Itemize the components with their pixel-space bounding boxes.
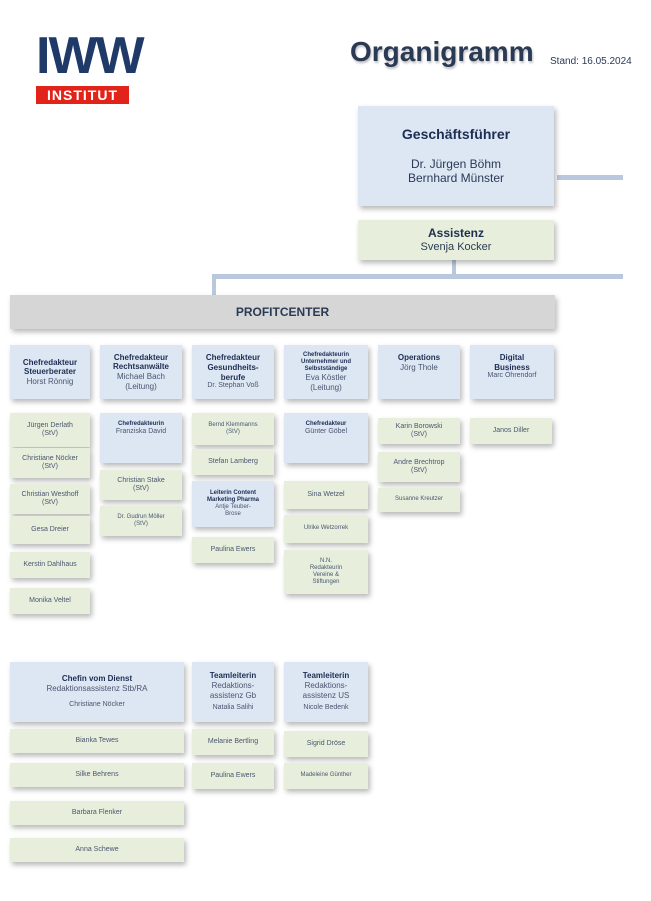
- connector-main-horizontal: [212, 274, 623, 279]
- head-col5-title: Operations: [397, 353, 441, 362]
- member-col3-1: Bernd Klemmanns (StV): [192, 413, 274, 445]
- gf-names: Dr. Jürgen Böhm Bernhard Münster: [407, 157, 505, 186]
- head-col6-name: Marc Öhrendorf: [487, 372, 537, 380]
- member-col1-1: Jürgen Derlath (StV): [10, 413, 90, 447]
- assistenz-title: Assistenz: [427, 226, 485, 241]
- box-assistenz: Assistenz Svenja Kocker: [358, 220, 554, 260]
- head-col4-name: Eva Köstler (Leitung): [305, 373, 347, 392]
- head-col5: Operations Jörg Thole: [378, 345, 460, 399]
- member-col5-1: Karin Borowski (StV): [378, 418, 460, 444]
- member-cvd-3: Barbara Flenker: [10, 801, 184, 825]
- head-col2: Chefredakteur Rechtsanwälte Michael Bach…: [100, 345, 182, 399]
- logo: IWW INSTITUT: [36, 27, 145, 110]
- connector-main-left: [212, 274, 216, 296]
- member-col1-6: Monika Veltel: [10, 588, 90, 614]
- box-profitcenter: PROFITCENTER: [10, 295, 555, 329]
- logo-institut-text: INSTITUT: [36, 86, 129, 104]
- head-teamleiterin-us: Teamleiterin Redaktions- assistenz US Ni…: [284, 662, 368, 722]
- content-head-col3: Leiterin Content Marketing Pharma Antje …: [192, 481, 274, 527]
- page-title: Organigramm: [350, 36, 534, 67]
- head-cvd: Chefin vom Dienst Redaktionsassistenz St…: [10, 662, 184, 722]
- sub-head-col2: Chefredakteurin Franziska David: [100, 413, 182, 463]
- member-col1-5: Kerstin Dahlhaus: [10, 552, 90, 578]
- head-col3-title: Chefredakteur Gesundheits- berufe: [205, 353, 261, 382]
- connector-assistenz-down: [452, 260, 456, 276]
- member-col3-2: Stefan Lamberg: [192, 449, 274, 475]
- logo-iww-text: IWW: [36, 27, 145, 85]
- member-gb-1: Melanie Bertling: [192, 729, 274, 755]
- member-col6-1: Janos Diller: [470, 418, 552, 444]
- member-col5-3: Susanne Kreutzer: [378, 488, 460, 512]
- member-us-2: Madeleine Günther: [284, 763, 368, 789]
- member-col2-2: Dr. Gudrun Möller (StV): [100, 506, 182, 536]
- member-gb-2: Paulina Ewers: [192, 763, 274, 789]
- gf-title: Geschäftsführer: [401, 126, 511, 143]
- head-col4: Chefredakteurin Unternehmer und Selbstst…: [284, 345, 368, 399]
- sub-head-col4: Chefredakteur Günter Göbel: [284, 413, 368, 463]
- head-col2-title: Chefredakteur Rechtsanwälte: [112, 352, 170, 372]
- member-col4-1: Sina Wetzel: [284, 481, 368, 509]
- head-col6: Digital Business Marc Öhrendorf: [470, 345, 554, 399]
- head-col6-title: Digital Business: [494, 353, 530, 372]
- assistenz-name: Svenja Kocker: [420, 240, 492, 253]
- head-col5-name: Jörg Thole: [400, 362, 438, 372]
- member-col3-3: Paulina Ewers: [192, 537, 274, 563]
- profitcenter-label: PROFITCENTER: [235, 304, 330, 319]
- head-col4-title: Chefredakteurin Unternehmer und Selbstst…: [300, 351, 351, 372]
- head-col1-title: Chefredakteur Steuerberater: [22, 357, 78, 377]
- member-cvd-1: Bianka Tewes: [10, 729, 184, 753]
- member-us-1: Sigrid Dröse: [284, 731, 368, 757]
- head-col1: Chefredakteur Steuerberater Horst Rönnig: [10, 345, 90, 399]
- member-col1-4: Gesa Dreier: [10, 516, 90, 544]
- member-col4-3: N.N. Redakteurin Vereine & Stiftungen: [284, 550, 368, 594]
- member-cvd-2: Silke Behrens: [10, 763, 184, 787]
- member-col4-2: Ulrike Wetzorrek: [284, 515, 368, 543]
- member-cvd-4: Anna Schewe: [10, 838, 184, 862]
- member-col2-1: Christian Stake (StV): [100, 470, 182, 500]
- member-col1-2: Christiane Nöcker (StV): [10, 448, 90, 478]
- head-col2-name: Michael Bach (Leitung): [116, 372, 166, 391]
- head-teamleiterin-gb: Teamleiterin Redaktions- assistenz Gb Na…: [192, 662, 274, 722]
- member-col1-3: Christian Westhoff (StV): [10, 484, 90, 514]
- head-col1-name: Horst Rönnig: [26, 376, 74, 386]
- member-col5-2: Andre Brechtrop (StV): [378, 452, 460, 482]
- head-col3: Chefredakteur Gesundheits- berufe Dr. St…: [192, 345, 274, 399]
- stand-date: Stand: 16.05.2024: [550, 56, 632, 67]
- box-geschaeftsfuehrer: Geschäftsführer Dr. Jürgen Böhm Bernhard…: [358, 106, 554, 206]
- head-col3-name: Dr. Stephan Voß: [207, 382, 259, 390]
- connector-gf-right: [557, 175, 623, 180]
